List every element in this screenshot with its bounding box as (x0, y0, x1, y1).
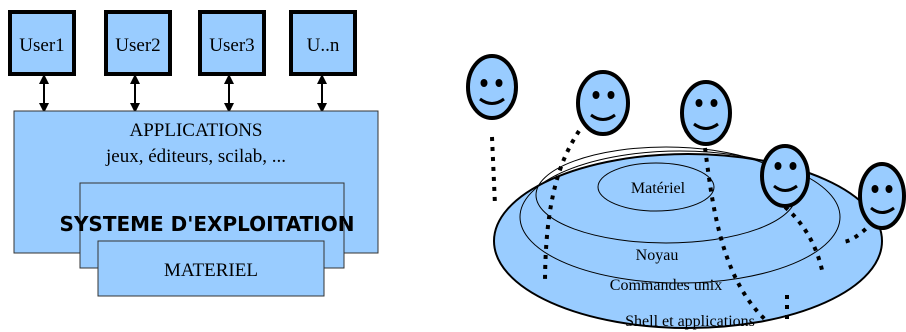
hardware-label: MATERIEL (164, 260, 258, 281)
user-line-2 (543, 129, 581, 286)
user-1-label: User1 (19, 35, 64, 56)
os-label: SYSTEME D'EXPLOITATION (60, 212, 355, 236)
user-box-n: U..n (289, 10, 357, 76)
outer-layer-ellipse (493, 153, 883, 329)
user-face-3 (680, 80, 732, 146)
user-n-label: U..n (307, 35, 340, 56)
user-face-5 (858, 162, 906, 230)
layer-shell-apps-label: Shell et applications (625, 313, 755, 330)
user-line-4 (783, 205, 824, 271)
user-2-label: User2 (115, 35, 160, 56)
user-box-2: User2 (104, 10, 172, 76)
layer-hardware-label: Matériel (631, 180, 686, 197)
applications-title: APPLICATIONS (129, 120, 262, 141)
user-3-label: User3 (209, 35, 254, 56)
user-face-4 (760, 144, 810, 208)
applications-examples: jeux, éditeurs, scilab, ... (105, 146, 286, 167)
os-layer-diagram: User1 User2 User3 U..n APPLICATIONS jeux… (8, 10, 379, 297)
hardware-box (97, 240, 325, 297)
user-box-3: User3 (198, 10, 266, 76)
unix-commands-ring (519, 150, 841, 284)
user-line-1 (490, 136, 497, 206)
user-face-1 (466, 54, 518, 120)
kernel-ring (535, 146, 797, 244)
layer-kernel-label: Noyau (636, 247, 679, 264)
layer-unix-commands-label: Commandes unix (610, 277, 722, 294)
hardware-ellipse (597, 162, 715, 212)
user-box-1: User1 (8, 10, 76, 76)
user-line-5 (841, 220, 875, 244)
user-face-2 (576, 70, 630, 136)
user-line-3 (703, 147, 770, 324)
